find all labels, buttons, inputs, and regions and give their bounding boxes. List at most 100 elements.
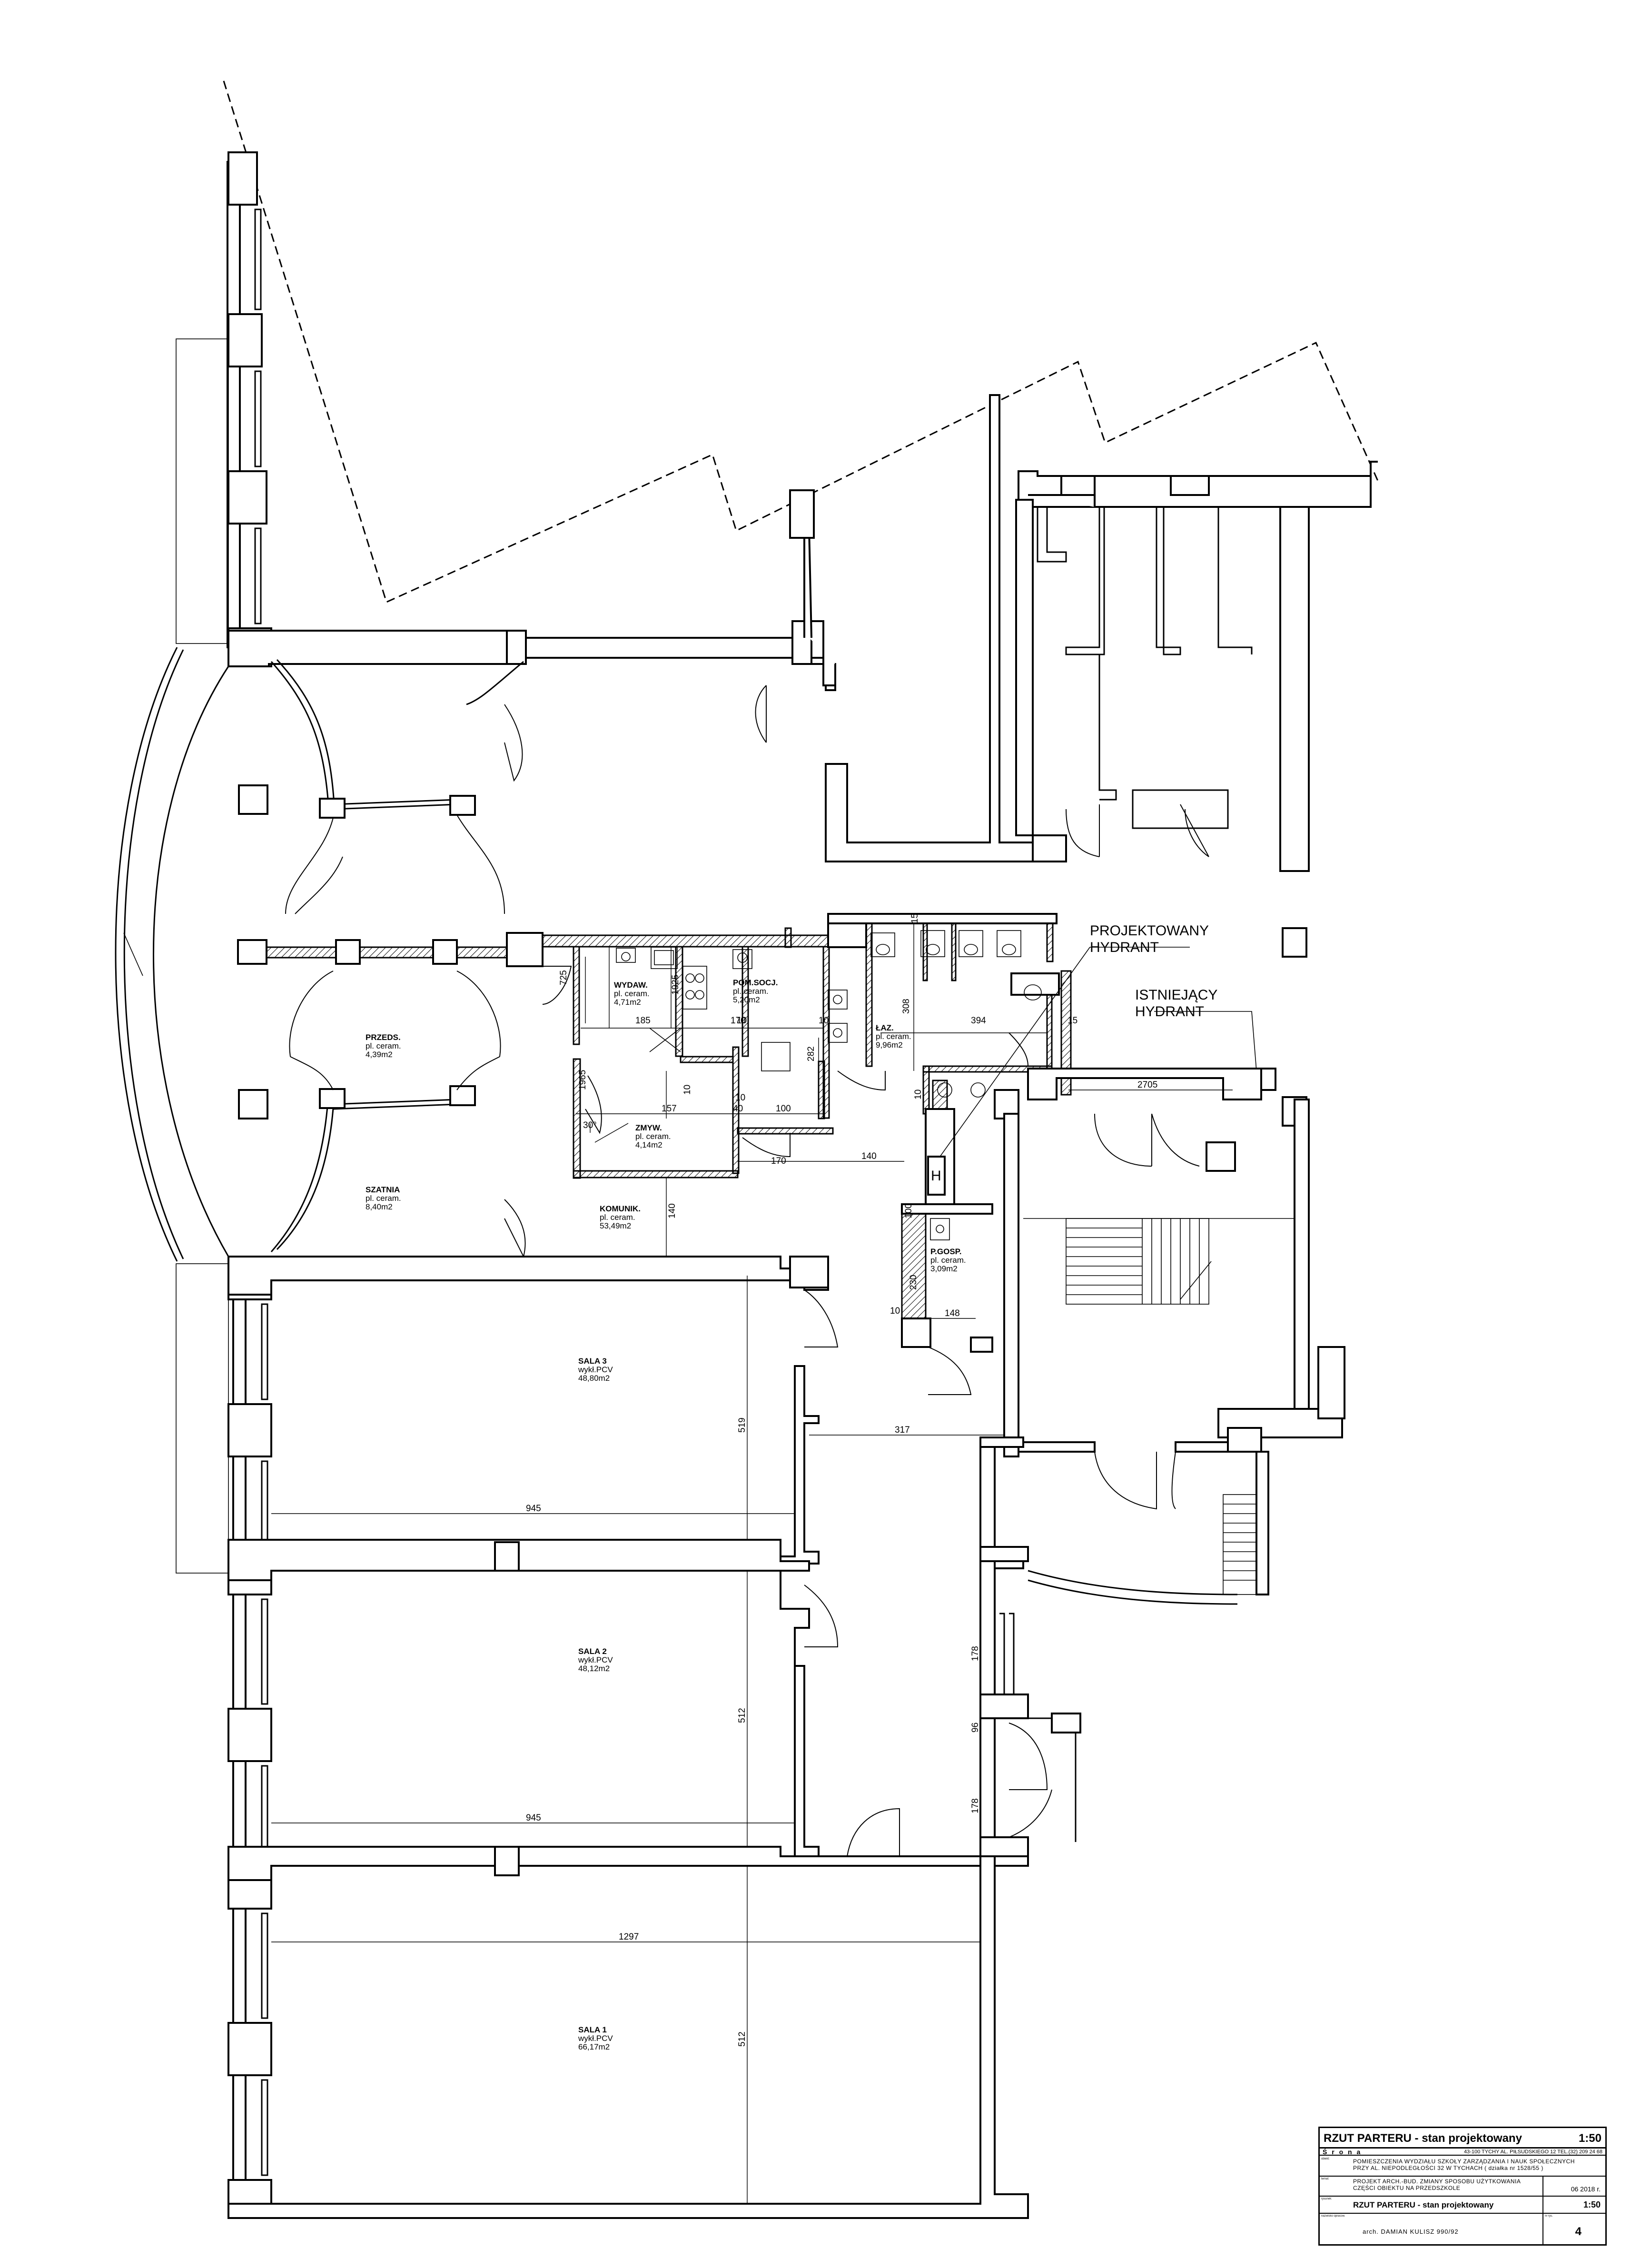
subject-line: CZĘŚCI OBIEKTU NA PRZEDSZKOLE bbox=[1353, 2185, 1461, 2191]
toilet-icon bbox=[870, 932, 895, 957]
hydrant-leader-lines bbox=[939, 947, 1257, 1157]
dimension-text: 519 bbox=[737, 1417, 747, 1433]
east-stair-core bbox=[994, 927, 1345, 1605]
dimension-text: 394 bbox=[971, 1016, 986, 1026]
washbasin-icon bbox=[828, 1023, 848, 1043]
dimension-text: 10 bbox=[735, 1093, 745, 1103]
toilet-icon bbox=[920, 930, 945, 957]
dimension-text: 10 bbox=[819, 1016, 829, 1026]
room-label-sala-1: SALA 1 wykł.PCV 66,17m2 bbox=[578, 2025, 615, 2051]
object-row: obiekt: POMIESZCZENIA WYDZIAŁU SZKOŁY ZA… bbox=[1320, 2157, 1605, 2177]
room-label-lazienka: ŁAZ. pl. ceram. 9,96m2 bbox=[876, 1023, 913, 1050]
firm-strip: Ś r o n a 43-100 TYCHY AL. PIŁSUDSKIEGO … bbox=[1320, 2147, 1605, 2156]
drawing-scale: 1:50 bbox=[1578, 2132, 1601, 2145]
washbasin-icon bbox=[937, 1082, 952, 1098]
projected-hydrant-box: H bbox=[927, 1156, 946, 1196]
dimension-texts: 725 185 1925 170 10 10 282 394 15 15 308… bbox=[526, 913, 1157, 2047]
dimension-text: 512 bbox=[737, 1708, 747, 1723]
dimension-text: 96 bbox=[970, 1723, 980, 1733]
curved-entrance-bay bbox=[115, 338, 229, 1574]
sheet-number: 4 bbox=[1575, 2225, 1582, 2238]
projected-hydrant-label: PROJEKTOWANY HYDRANT bbox=[1090, 923, 1213, 955]
room-label-sala-3: SALA 3 wykł.PCV 48,80m2 bbox=[578, 1357, 615, 1383]
washbasin-icon bbox=[970, 1082, 986, 1098]
stove-icon bbox=[682, 966, 707, 1010]
dimension-text: 10 bbox=[682, 1085, 692, 1095]
dimension-text: 282 bbox=[806, 1046, 816, 1061]
author-row: nazwisko opracow. arch. DAMIAN KULISZ 99… bbox=[1320, 2214, 1605, 2244]
drawing-title: RZUT PARTERU - stan projektowany bbox=[1324, 2132, 1522, 2145]
dimension-text: 140 bbox=[861, 1151, 877, 1161]
slop-sink-icon bbox=[930, 1218, 950, 1240]
drawing-row: rysunek: RZUT PARTERU - stan projektowan… bbox=[1320, 2197, 1605, 2214]
room-labels: PRZEDS. pl. ceram. 4,39m2 SZATNIA pl. ce… bbox=[366, 978, 968, 2051]
dimension-text: 170 bbox=[771, 1156, 786, 1166]
room-label-zmywalnia: ZMYW. pl. ceram. 4,14m2 bbox=[635, 1123, 673, 1149]
classroom-walls bbox=[227, 1256, 1081, 2219]
subject-caption: temat: bbox=[1321, 2178, 1329, 2180]
dimension-text: 945 bbox=[526, 1504, 541, 1514]
room-label-komunikacja: KOMUNIK. pl. ceram. 53,49m2 bbox=[600, 1204, 643, 1230]
object-line: POMIESZCZENIA WYDZIAŁU SZKOŁY ZARZĄDZANI… bbox=[1353, 2158, 1575, 2165]
object-caption: obiekt: bbox=[1321, 2158, 1330, 2160]
scale-cell: 1:50 bbox=[1542, 2197, 1605, 2213]
dimension-text: 157 bbox=[662, 1104, 677, 1114]
room-label-szatnia: SZATNIA pl. ceram. 8,40m2 bbox=[366, 1185, 403, 1211]
dimension-text: 317 bbox=[895, 1425, 910, 1435]
room-label-przedsionek: PRZEDS. pl. ceram. 4,39m2 bbox=[366, 1033, 403, 1059]
firm-address: 43-100 TYCHY AL. PIŁSUDSKIEGO 12 TEL.(32… bbox=[1463, 2149, 1602, 2155]
author-caption: nazwisko opracow. bbox=[1321, 2215, 1345, 2218]
title-block-header: RZUT PARTERU - stan projektowany 1:50 bbox=[1324, 2131, 1601, 2146]
dimension-text: 1925 bbox=[671, 975, 681, 995]
sheet-cell: nr rys. 4 bbox=[1542, 2214, 1605, 2244]
author-name: arch. DAMIAN KULISZ 990/92 bbox=[1363, 2228, 1459, 2235]
staircase bbox=[1066, 1218, 1212, 1305]
dimension-lines bbox=[271, 923, 1233, 2204]
dimension-text: 230 bbox=[909, 1275, 919, 1290]
dimension-text: 15 bbox=[910, 913, 920, 923]
kitchen-block-walls bbox=[506, 913, 1072, 1395]
scale-value: 1:50 bbox=[1583, 2200, 1601, 2209]
firm-name: Ś r o n a bbox=[1323, 2148, 1362, 2156]
table bbox=[761, 1042, 791, 1071]
washbasin-icon bbox=[828, 990, 848, 1010]
dimension-text: 1965 bbox=[578, 1070, 588, 1090]
toilet-icon bbox=[1024, 984, 1042, 1000]
dimension-text: 100 bbox=[904, 1203, 914, 1218]
washbasin-icon bbox=[732, 949, 752, 969]
dimension-text: 308 bbox=[901, 999, 911, 1014]
existing-hydrant-label: ISTNIEJĄCY HYDRANT bbox=[1135, 987, 1221, 1020]
dimension-text: 2705 bbox=[1137, 1080, 1157, 1090]
subject-line: PROJEKT ARCH.-BUD. ZMIANY SPOSOBU UŻYTKO… bbox=[1353, 2178, 1521, 2185]
dimension-text: 30° bbox=[583, 1120, 597, 1130]
dashed-outline-top bbox=[223, 80, 1379, 604]
room-label-sala-2: SALA 2 wykł.PCV 48,12m2 bbox=[578, 1647, 615, 1673]
dimension-text: 100 bbox=[776, 1104, 791, 1114]
vestibule-walls bbox=[227, 620, 836, 1258]
dimension-text: 170 bbox=[731, 1016, 746, 1026]
dimension-text: 512 bbox=[737, 2031, 747, 2047]
dimension-text: 15 bbox=[1068, 1016, 1078, 1026]
washbasin-icon bbox=[616, 948, 636, 963]
dimension-text: 178 bbox=[970, 1646, 980, 1661]
dimension-text: 140 bbox=[667, 1203, 677, 1218]
west-exterior-wall bbox=[227, 151, 272, 2219]
dimension-text: 725 bbox=[559, 970, 569, 985]
room-label-pom-gospodarcze: P.GOSP. pl. ceram. 3,09m2 bbox=[930, 1247, 968, 1273]
drawing-caption: rysunek: bbox=[1321, 2198, 1332, 2200]
toilet-icon bbox=[997, 930, 1021, 957]
dimension-text: 1297 bbox=[619, 1932, 639, 1942]
dimension-text: 10 bbox=[890, 1306, 900, 1316]
hydrant-symbol: H bbox=[931, 1168, 941, 1184]
room-label-pom-socjalne: POM.SOCJ. pl. ceram. 5,20m2 bbox=[733, 978, 780, 1004]
exterior-stair bbox=[1028, 1451, 1269, 1605]
north-block-walls bbox=[755, 394, 1378, 872]
drawing-name: RZUT PARTERU - stan projektowany bbox=[1353, 2200, 1494, 2209]
subject-row: temat: PROJEKT ARCH.-BUD. ZMIANY SPOSOBU… bbox=[1320, 2177, 1605, 2197]
dimension-text: 10 bbox=[913, 1089, 923, 1099]
toilet-icon bbox=[959, 930, 983, 957]
object-line: PRZY AL. NIEPODLEGŁOŚCI 32 W TYCHACH ( d… bbox=[1353, 2165, 1543, 2171]
dimension-text: 148 bbox=[945, 1308, 960, 1318]
date-cell: 06 2018 r. bbox=[1542, 2177, 1605, 2196]
